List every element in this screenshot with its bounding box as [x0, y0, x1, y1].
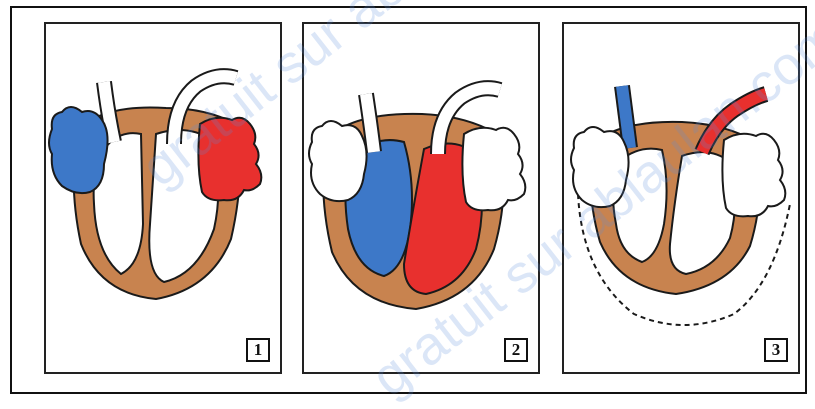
panel-1: 1 [44, 22, 282, 374]
right-atrium [571, 127, 629, 207]
heart-diagram-1 [46, 24, 280, 372]
left-atrium [722, 134, 785, 217]
left-atrium [198, 118, 261, 201]
panel-number-2: 2 [504, 338, 528, 362]
panel-number-1: 1 [246, 338, 270, 362]
right-atrium [49, 107, 108, 193]
panel-2: 2 [302, 22, 540, 374]
heart-diagram-3 [564, 24, 798, 372]
heart-diagram-2 [304, 24, 538, 372]
right-atrium [309, 121, 367, 201]
left-atrium [462, 128, 525, 211]
panel-3: 3 [562, 22, 800, 374]
panel-number-3: 3 [764, 338, 788, 362]
